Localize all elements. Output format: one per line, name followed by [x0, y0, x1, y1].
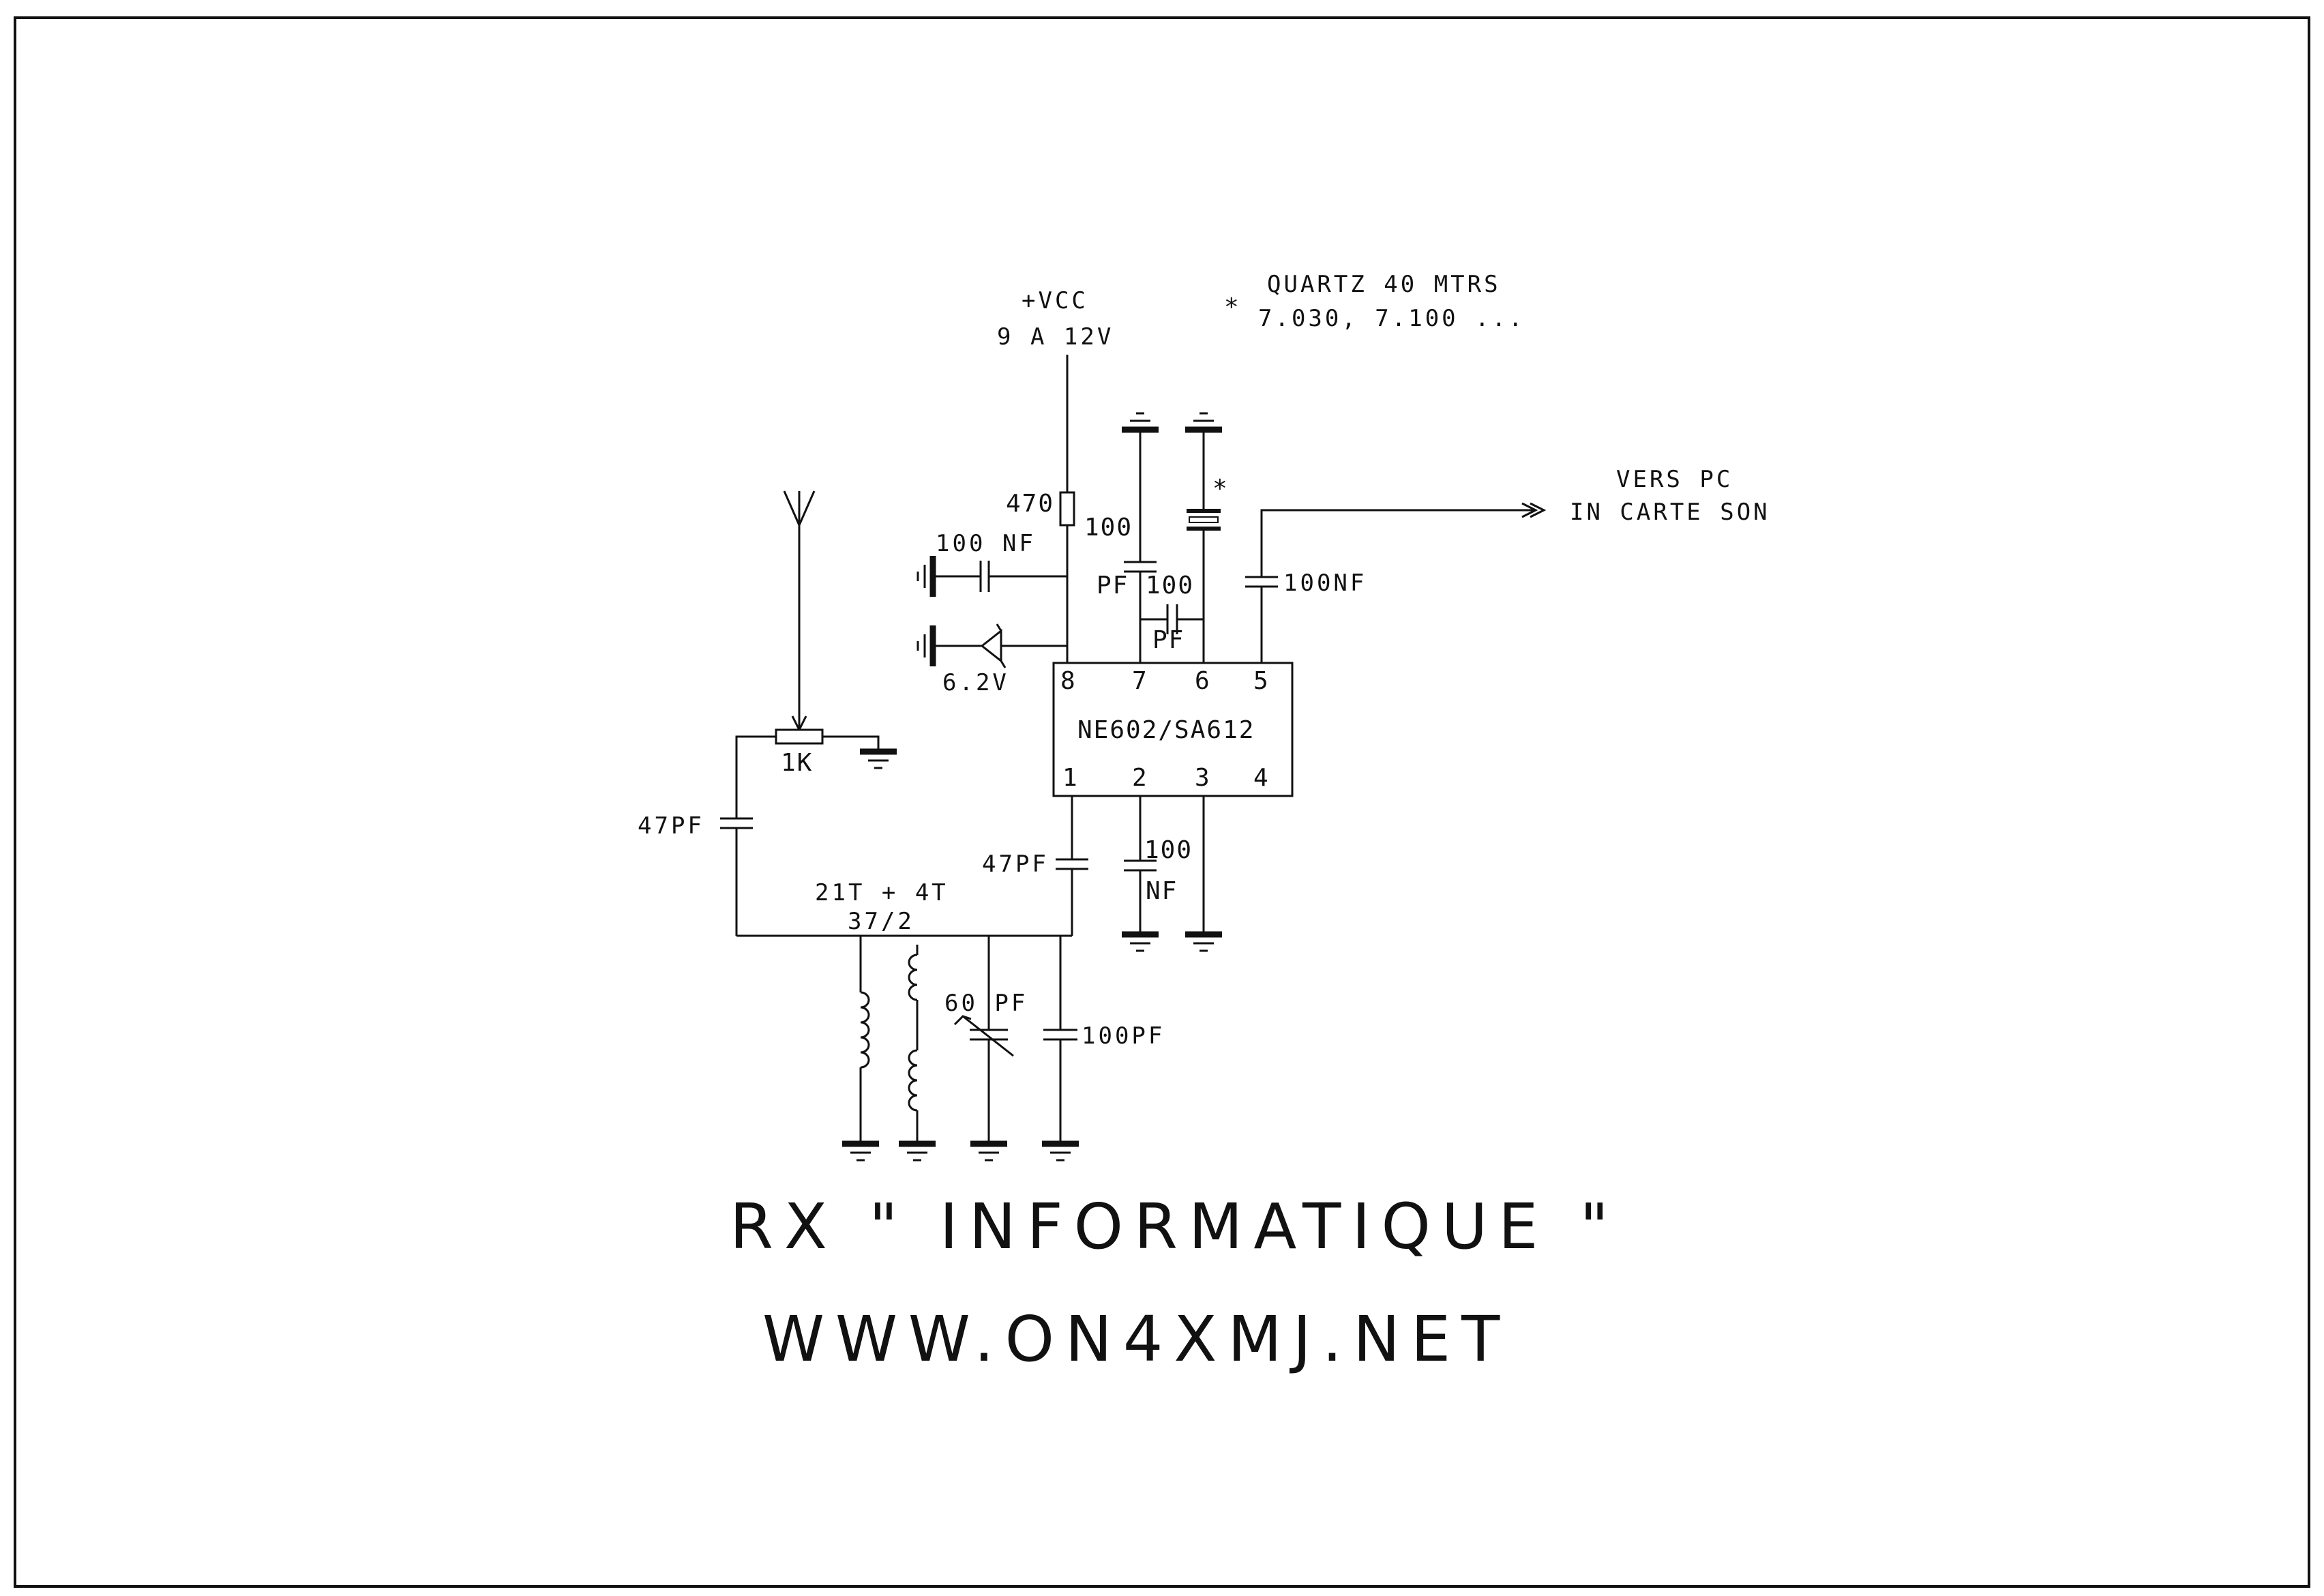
potentiometer-label: 1K [781, 749, 813, 777]
decoupling-cap-label: 100 NF [936, 530, 1036, 557]
page-border [14, 16, 2310, 1588]
output-arrow-inner [1530, 502, 1547, 518]
secondary-coil-upper [908, 954, 918, 1001]
crystal-note-marker: * [1224, 293, 1240, 321]
trimmer-label: 60 PF [944, 990, 1028, 1017]
output-arrow [1521, 502, 1538, 518]
tank-cap-label: 100PF [1082, 1022, 1165, 1050]
coil-turns-label: 21T + 4T [815, 879, 949, 906]
pot-left-wire [735, 735, 776, 818]
ic-pin-5: 5 [1253, 667, 1270, 695]
potentiometer-1k [775, 728, 824, 745]
footer-title: RX " INFORMATIQUE " [730, 1190, 1620, 1263]
zener-diode [980, 628, 1002, 664]
ic-pin-2: 2 [1132, 764, 1148, 792]
zener-bar [996, 623, 1007, 668]
footer-website: WWW.ON4XMJ.NET [762, 1303, 1510, 1376]
primary-coil [860, 991, 870, 1069]
crystal-note-line1: QUARTZ 40 MTRS [1267, 271, 1501, 298]
ic-pin-8: 8 [1060, 667, 1077, 695]
crystal-note-line2: 7.030, 7.100 ... [1258, 305, 1525, 332]
zener-label: 6.2V [942, 669, 1009, 696]
pin7-cap-unit: PF [1097, 572, 1129, 600]
pin7-cap-value: 100 [1084, 514, 1133, 542]
ic-ne602 [1052, 662, 1294, 797]
pin1-cap-label: 47PF [982, 851, 1049, 878]
ic-pin-1: 1 [1062, 764, 1079, 792]
output-cap-label: 100NF [1283, 570, 1367, 597]
pot-right-wire [822, 735, 880, 750]
ic-pin-6: 6 [1195, 667, 1211, 695]
output-label-line2: IN CARTE SON [1570, 499, 1770, 526]
bridge-cap-value: 100 [1146, 572, 1194, 600]
resistor-470-label: 470 [1006, 490, 1054, 518]
input-cap-label: 47PF [638, 812, 704, 840]
supply-voltage-label: 9 A 12V [997, 323, 1114, 351]
crystal-body [1189, 516, 1219, 523]
bridge-cap-unit: PF [1152, 626, 1185, 654]
resistor-470 [1059, 491, 1075, 527]
ic-pin-7: 7 [1132, 667, 1148, 695]
output-wire [1260, 509, 1534, 577]
trimmer-arrow [962, 1015, 1014, 1057]
ic-pin-3: 3 [1195, 764, 1211, 792]
crystal-star: * [1212, 475, 1229, 503]
supply-label: +VCC [1022, 287, 1088, 314]
ic-name: NE602/SA612 [1077, 716, 1255, 744]
secondary-coil-lower [908, 1049, 918, 1112]
pin2-cap-unit: NF [1146, 877, 1178, 905]
trimmer-arrow-head [953, 1015, 972, 1026]
output-label-line1: VERS PC [1616, 466, 1733, 493]
coil-core-label: 37/2 [848, 908, 914, 935]
pin2-cap-value: 100 [1144, 836, 1193, 864]
ic-pin-4: 4 [1253, 764, 1270, 792]
